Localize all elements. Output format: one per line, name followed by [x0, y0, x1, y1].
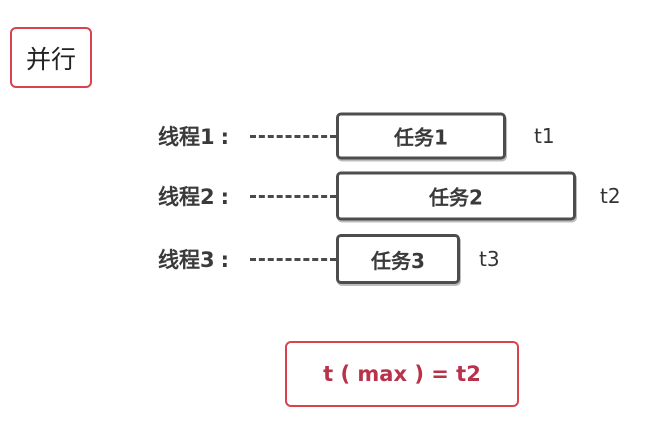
thread-label-2: 线程2:: [158, 185, 230, 209]
task-box-1: 任务1: [336, 112, 506, 160]
connector-line-1: [250, 135, 336, 138]
task-box-3: 任务3: [336, 234, 460, 284]
thread-row-1: 线程1: 任务1 t1: [0, 111, 667, 161]
time-label-3: t3: [479, 247, 500, 271]
thread-row-2: 线程2: 任务2 t2: [0, 171, 667, 221]
max-time-formula: t ( max ) = t2: [285, 341, 519, 407]
connector-line-2: [250, 195, 336, 198]
time-label-1: t1: [534, 124, 555, 148]
thread-label-3: 线程3:: [158, 248, 230, 272]
connector-line-3: [250, 258, 336, 261]
task-box-2: 任务2: [336, 171, 576, 221]
time-label-2: t2: [600, 184, 621, 208]
thread-label-1: 线程1:: [158, 125, 230, 149]
parallel-title: 并行: [10, 27, 92, 88]
thread-row-3: 线程3: 任务3 t3: [0, 234, 667, 284]
